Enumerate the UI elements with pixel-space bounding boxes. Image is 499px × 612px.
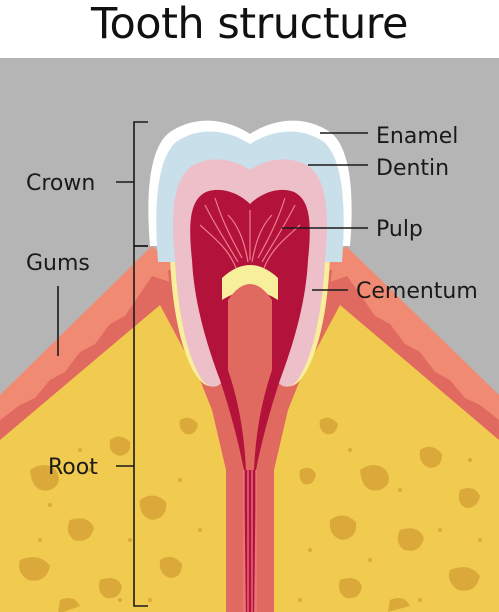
root-bracket: [116, 245, 148, 607]
nerve-lines: [199, 197, 301, 612]
label-pulp: Pulp: [376, 217, 423, 242]
label-cementum: Cementum: [356, 279, 478, 304]
label-gums: Gums: [26, 251, 90, 276]
leader-lines: [57, 121, 368, 607]
diagram-title: Tooth structure: [91, 0, 409, 49]
label-crown: Crown: [26, 171, 95, 196]
jaw-bone: [0, 305, 499, 612]
root-core: [228, 284, 272, 470]
label-enamel: Enamel: [376, 124, 458, 149]
bone-texture: [19, 417, 482, 612]
label-root: Root: [48, 455, 98, 480]
label-dentin: Dentin: [376, 156, 449, 181]
